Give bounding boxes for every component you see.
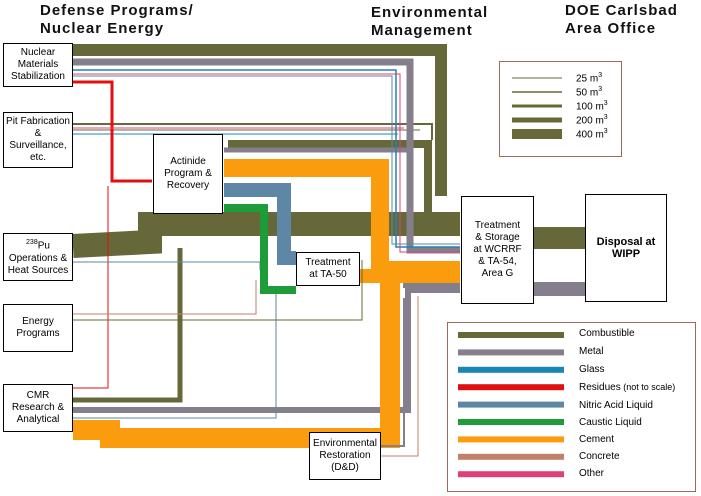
- flow-cement-cmr: [73, 270, 400, 448]
- flow-combustible-cmr: [73, 248, 183, 403]
- header-doe-carlsbad: DOE Carlsbad Area Office: [565, 2, 678, 38]
- node-disposal-wipp: Disposal at WIPP: [585, 194, 667, 302]
- flow-concrete-energy: [73, 280, 257, 315]
- node-energy-programs: Energy Programs: [3, 304, 73, 352]
- legend-label: Caustic Liquid: [579, 417, 642, 428]
- legend-label: Glass: [579, 364, 605, 375]
- volume-legend-item: 100 m3: [576, 100, 608, 112]
- legend-swatch: [458, 419, 564, 425]
- waste-type-legend-panel: Combustible Metal Glass Residues (not to…: [447, 322, 696, 492]
- flow-combustible-nms: [73, 44, 447, 196]
- header-env-line: Environmental Management: [371, 4, 489, 39]
- legend-swatch: [458, 332, 564, 338]
- legend-label: Cement: [579, 434, 615, 445]
- flow-nitric-cmr: [73, 290, 277, 419]
- flow-glass-nms: [73, 69, 460, 248]
- legend-swatch: [458, 401, 564, 408]
- legend-swatch: [458, 436, 564, 443]
- volume-legend-item: 25 m3: [576, 72, 602, 84]
- legend-item-other: Other: [579, 468, 604, 479]
- flow-combustible-main: [72, 212, 460, 258]
- waste-type-legend-swatches: [458, 332, 564, 478]
- node-nuclear-materials-stabilization: Nuclear Materials Stabilization: [3, 43, 73, 87]
- volume-label: 200 m: [576, 115, 604, 127]
- legend-label: Concrete: [579, 451, 620, 462]
- legend-label: Metal: [579, 346, 604, 357]
- legend-label: Nitric Acid Liquid: [579, 400, 653, 411]
- header-doe-line: DOE Carlsbad Area Office: [565, 2, 678, 37]
- flow-combustible-pit: [73, 123, 433, 140]
- legend-label: Residues: [579, 382, 621, 393]
- flow-residues-nms: [73, 80, 152, 183]
- node-treatment-storage-wcrrf: Treatment & Storage at WCRRF & TA-54, Ar…: [461, 196, 534, 304]
- volume-label: 50 m: [576, 87, 599, 99]
- volume-label: 25 m: [576, 73, 599, 85]
- node-actinide-program: Actinide Program & Recovery: [153, 134, 223, 214]
- volume-legend-item: 50 m3: [576, 86, 602, 98]
- pu238-superscript: 238: [26, 239, 38, 247]
- legend-swatch: [458, 453, 564, 460]
- node-pit-fabrication: Pit Fabrication & Surveillance, etc.: [3, 112, 73, 168]
- flow-combustible-er: [381, 298, 405, 447]
- volume-legend-panel: 25 m3 50 m3 100 m3 200 m3 400 m3: [499, 61, 622, 157]
- flow-other-nms: [73, 73, 460, 253]
- volume-legend-lines: [512, 77, 562, 139]
- flow-other-energy: [73, 260, 363, 321]
- volume-unit-sup: 3: [603, 128, 608, 135]
- legend-label: Combustible: [579, 328, 635, 339]
- legend-item-metal: Metal: [579, 346, 603, 357]
- header-defense-line: Defense Programs/ Nuclear Energy: [40, 2, 194, 37]
- volume-unit-sup: 3: [603, 114, 608, 121]
- volume-legend-item: 400 m3: [576, 128, 608, 140]
- legend-item-cement: Cement: [579, 434, 614, 445]
- flow-nitric-nms: [73, 75, 460, 245]
- volume-unit-sup: 3: [598, 86, 603, 93]
- node-pu238-operations: 238Pu Operations & Heat Sources: [3, 233, 73, 281]
- legend-swatch: [458, 366, 564, 373]
- legend-item-concrete: Concrete: [579, 451, 620, 462]
- volume-unit-sup: 3: [603, 100, 608, 107]
- legend-note: (not to scale): [620, 382, 676, 392]
- volume-label: 100 m: [576, 101, 604, 113]
- flow-caustic-actinide: [224, 204, 296, 294]
- flow-nitric-actinide: [224, 183, 296, 265]
- header-environmental-management: Environmental Management: [371, 4, 488, 40]
- legend-item-nitric-acid: Nitric Acid Liquid: [579, 400, 653, 411]
- volume-unit-sup: 3: [598, 72, 603, 79]
- volume-legend-item: 200 m3: [576, 114, 608, 126]
- legend-item-caustic: Caustic Liquid: [579, 417, 642, 428]
- legend-item-combustible: Combustible: [579, 328, 635, 339]
- node-treatment-ta50: Treatment at TA-50: [296, 252, 360, 286]
- pu238-label: Pu Operations & Heat Sources: [7, 240, 69, 276]
- legend-swatch: [458, 349, 564, 356]
- legend-item-glass: Glass: [579, 364, 605, 375]
- flow-nitric-pu: [73, 261, 261, 270]
- legend-label: Other: [579, 468, 605, 479]
- legend-swatch: [458, 471, 564, 478]
- header-defense-programs: Defense Programs/ Nuclear Energy: [40, 2, 194, 38]
- legend-swatch: [458, 384, 564, 391]
- node-cmr-research: CMR Research & Analytical: [3, 384, 73, 432]
- flow-concrete-er: [381, 296, 419, 457]
- flow-metal-cmr: [73, 287, 460, 413]
- legend-item-residues: Residues (not to scale): [579, 382, 675, 393]
- flow-metal-nms: [73, 58, 460, 254]
- flow-residues-cmr: [73, 186, 109, 389]
- flow-combustible-top-down: [228, 140, 460, 236]
- volume-label: 400 m: [576, 129, 604, 141]
- node-environmental-restoration: Environmental Restoration (D&D): [309, 432, 381, 480]
